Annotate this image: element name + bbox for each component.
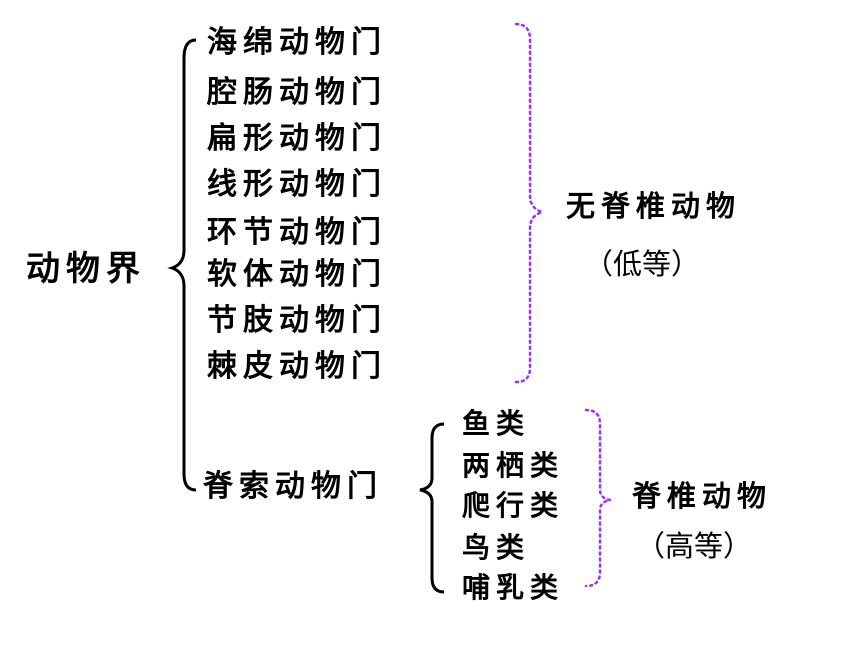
- invertebrate-dotted-brace: [514, 22, 546, 384]
- root-label: 动物界: [26, 249, 146, 289]
- phylum-nematoda: 线形动物门: [207, 167, 387, 202]
- phylum-mollusca: 软体动物门: [207, 257, 387, 292]
- class-birds: 鸟类: [462, 531, 531, 564]
- phylum-arthropoda: 节肢动物门: [207, 303, 387, 338]
- phylum-annelida: 环节动物门: [207, 215, 387, 250]
- class-fish: 鱼类: [462, 407, 531, 440]
- vertebrate-label: 脊椎动物: [632, 479, 773, 513]
- class-mammals: 哺乳类: [462, 571, 565, 604]
- phylum-porifera: 海绵动物门: [207, 25, 387, 60]
- phylum-echinodermata: 棘皮动物门: [207, 349, 387, 384]
- invertebrate-label: 无脊椎动物: [566, 189, 742, 223]
- phylum-chordata: 脊索动物门: [203, 469, 383, 504]
- class-amphibians: 两栖类: [462, 449, 565, 482]
- chordate-brace: [419, 422, 445, 594]
- main-brace: [167, 38, 197, 492]
- phylum-platyhelminthes: 扁形动物门: [207, 121, 387, 156]
- class-reptiles: 爬行类: [462, 489, 565, 522]
- vertebrate-dotted-brace: [584, 408, 611, 588]
- invertebrate-note: （低等）: [584, 247, 701, 281]
- phylum-cnidaria: 腔肠动物门: [207, 75, 387, 110]
- vertebrate-note: （高等）: [636, 529, 753, 563]
